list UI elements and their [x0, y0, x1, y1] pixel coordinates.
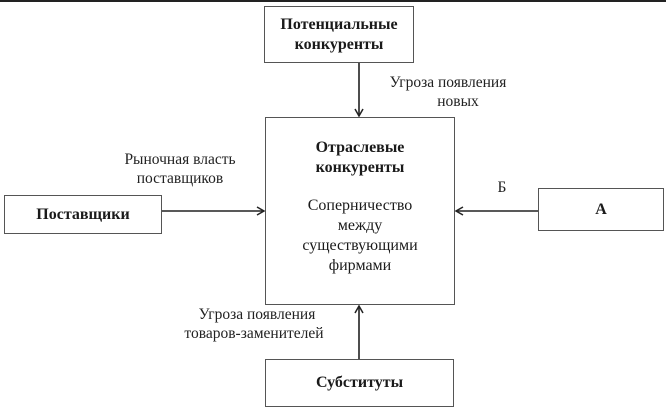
suppliers-label: Поставщики [36, 205, 130, 223]
substitutes-label: Субституты [315, 374, 404, 391]
a-label: А [595, 200, 607, 218]
potential-competitors-line-2: конкуренты [294, 35, 384, 53]
new-entrants-line-1: Угроза появления [389, 74, 507, 91]
substitutes-threat-label: Угроза появления товаров-заменителей [164, 305, 344, 343]
industry-title-line-1: Отраслевые [315, 139, 405, 156]
industry-desc-line-3: существующими [302, 237, 418, 254]
b-label: Б [497, 179, 507, 196]
new-entrants-threat-label: Угроза появления новых [368, 73, 528, 111]
industry-title-line-2: конкуренты [315, 159, 405, 176]
industry-competitors-box: Отраслевые конкуренты Соперничество межд… [265, 117, 455, 305]
a-box: А [538, 188, 664, 231]
supplier-power-line-1: Рыночная власть [124, 151, 236, 168]
industry-desc-line-1: Соперничество [307, 197, 413, 214]
potential-competitors-line-1: Потенциальные [280, 15, 398, 33]
top-border-line [0, 0, 666, 2]
potential-competitors-box: Потенциальные конкуренты [264, 6, 414, 63]
substitutes-threat-line-1: Угроза появления [198, 306, 316, 323]
new-entrants-line-2: новых [437, 93, 479, 110]
substitutes-box: Субституты [265, 359, 454, 407]
industry-desc-line-4: фирмами [328, 257, 392, 274]
industry-desc-line-2: между [337, 217, 383, 234]
supplier-power-line-2: поставщиков [136, 170, 224, 187]
supplier-power-label: Рыночная власть поставщиков [100, 150, 260, 188]
substitutes-threat-line-2: товаров-заменителей [184, 325, 324, 342]
suppliers-box: Поставщики [4, 195, 162, 234]
